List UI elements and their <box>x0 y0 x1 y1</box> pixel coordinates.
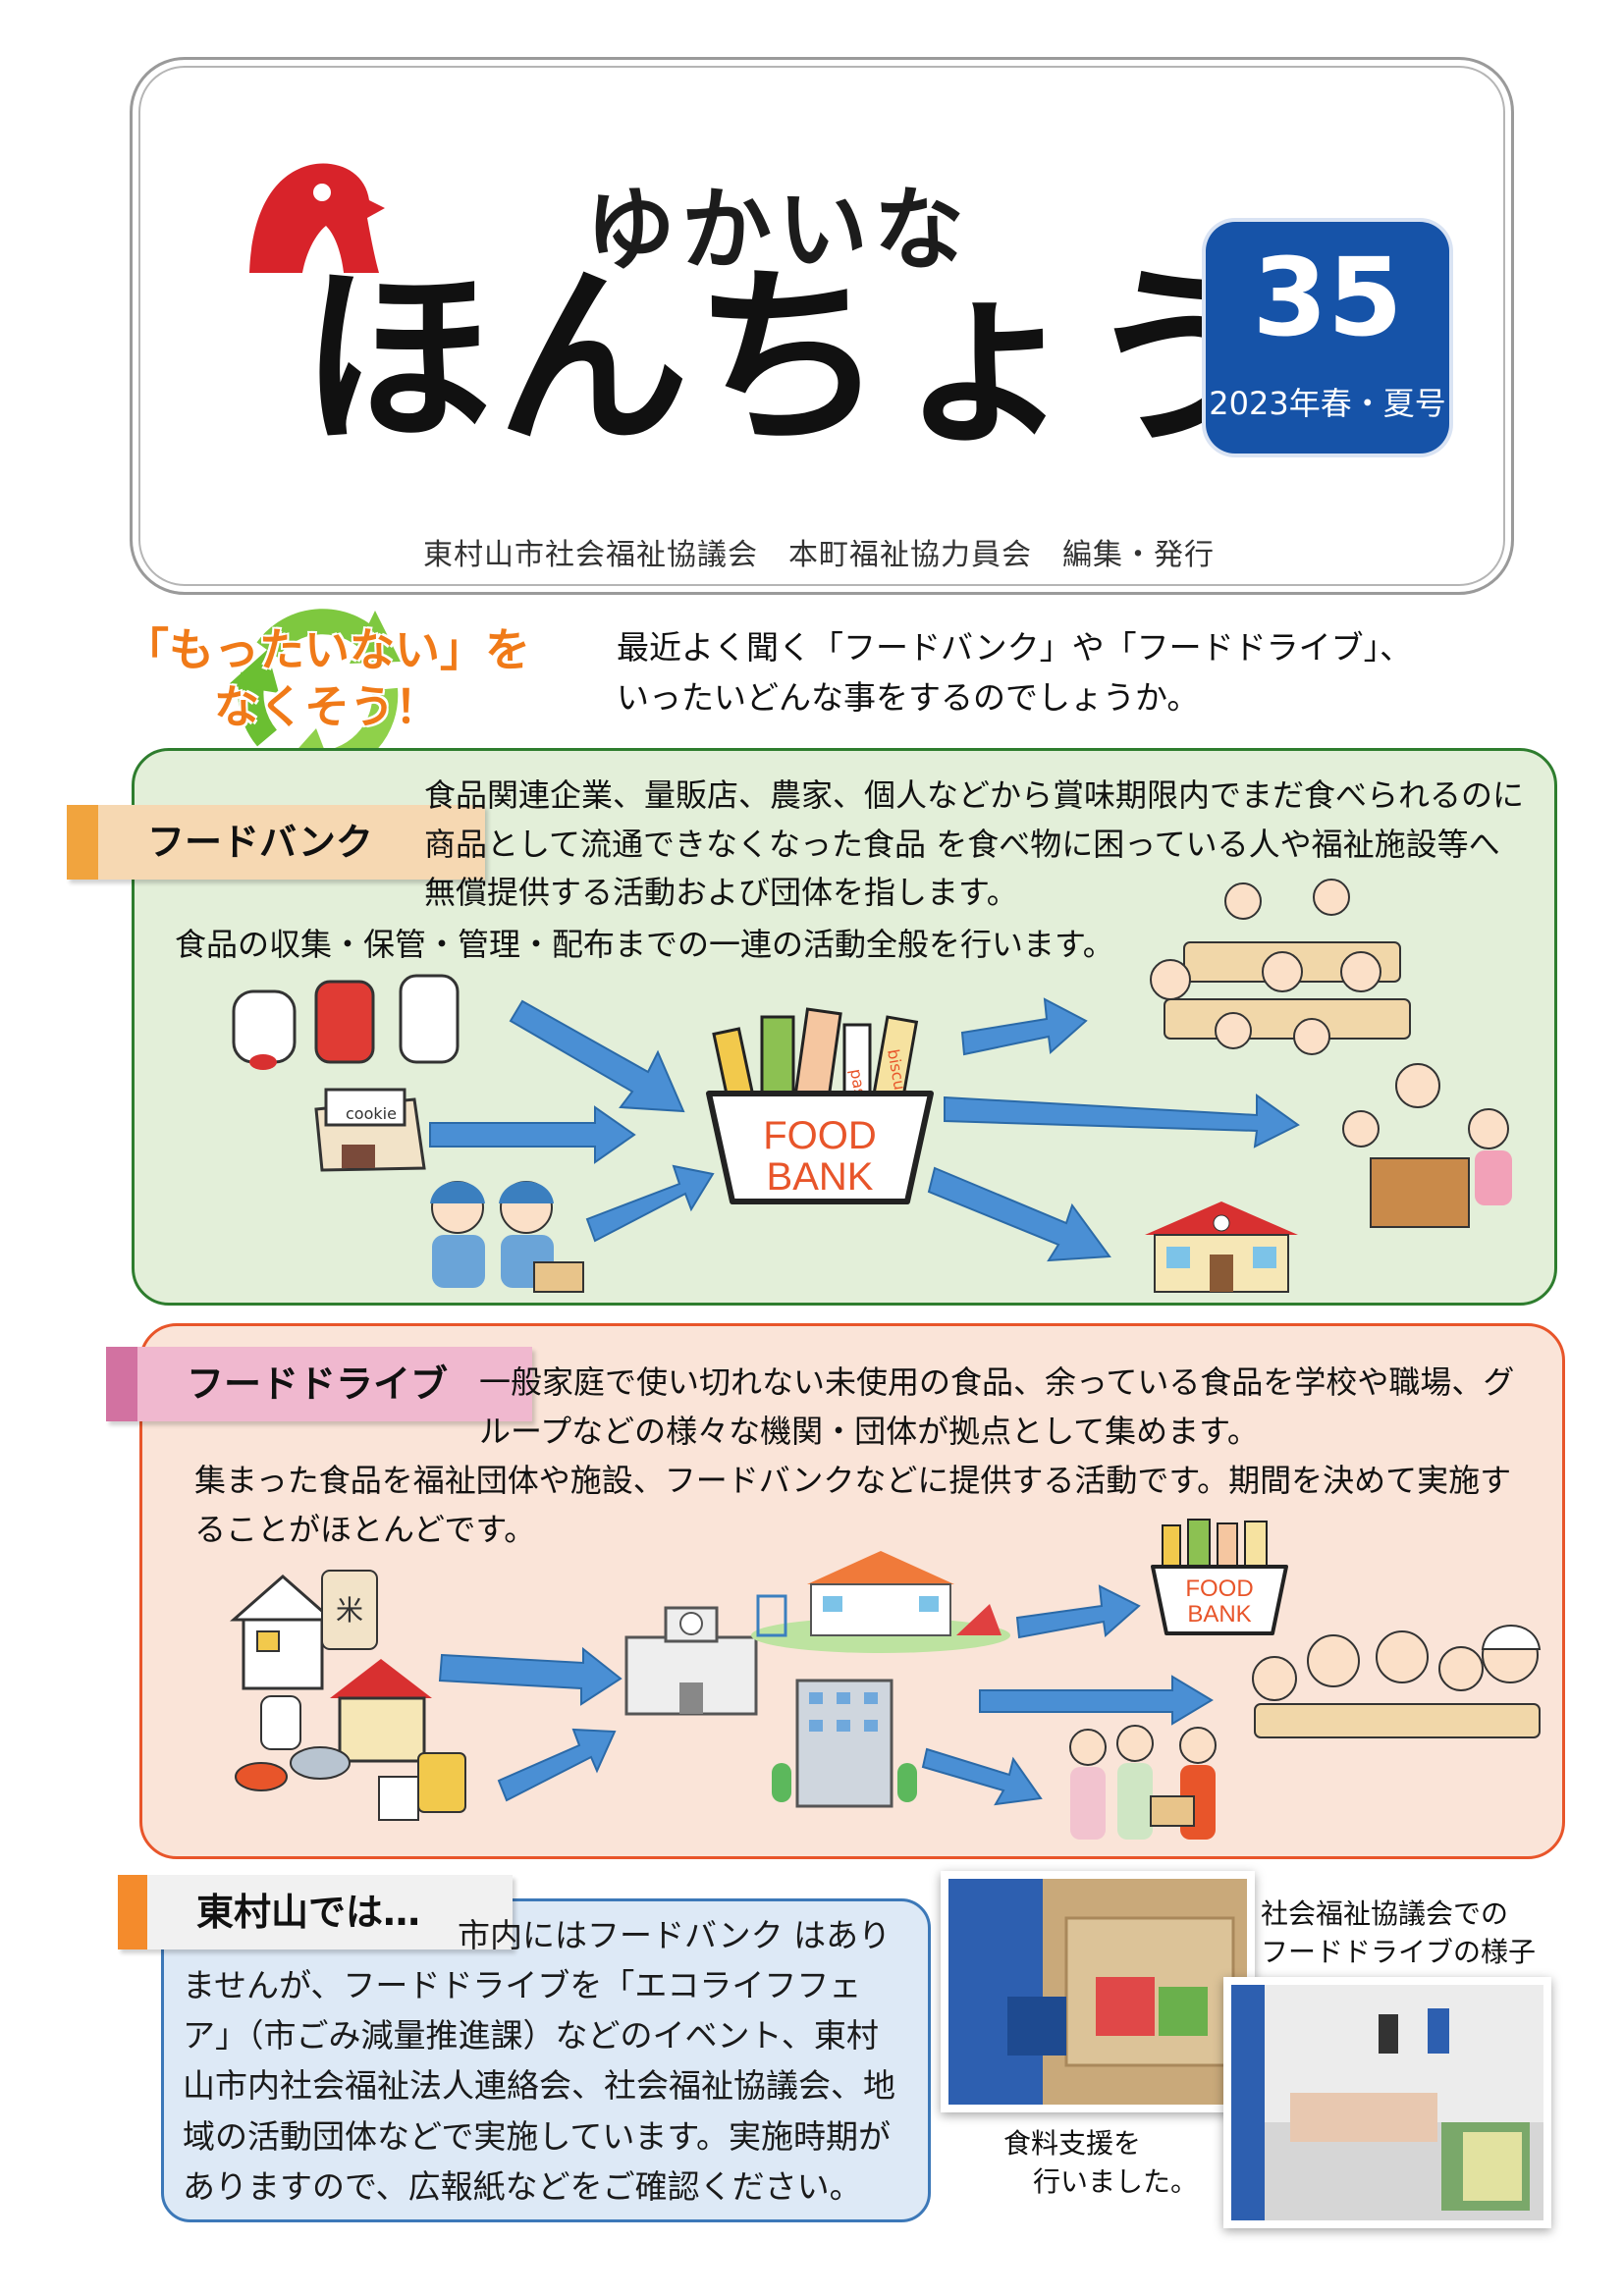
caption1-line1: 社会福祉協議会での <box>1261 1897 1509 1930</box>
fooddrive-arrow-out-1 <box>1015 1584 1141 1639</box>
fooddrive-label: フードドライブ <box>106 1347 532 1421</box>
foodbank-activities: 食品の収集・保管・管理・配布までの一連の活動全般を行います。 <box>175 926 1114 963</box>
foodbank-basket-icon: pasta biscuit FOOD BANK <box>706 1007 934 1204</box>
foodbank-arrow-out-1 <box>960 997 1088 1056</box>
intro-line1: 最近よく聞く「フードバンク」や「フードドライブ」、 <box>617 628 1413 667</box>
caption2-line2: 行いました。 <box>1033 2165 1199 2199</box>
publisher-line: 東村山市社会福祉協議会 本町福祉協力員会 編集・発行 <box>423 538 1215 572</box>
basket-text-food: FOOD <box>763 1114 877 1157</box>
photo-caption-fooddrive: 社会福祉協議会での フードドライブの様子 <box>1261 1895 1536 1971</box>
children-eating-illustration <box>1252 1625 1542 1738</box>
foodbank-label: フードバンク <box>67 805 485 880</box>
fooddrive-arrow-2 <box>497 1728 617 1802</box>
food-packages-illustration <box>232 974 460 1070</box>
fooddrive-description: 一般家庭で使い切れない未使用の食品、余っている食品を学校や職場、グループなどの様… <box>479 1363 1515 1450</box>
title-small: ゆかいな <box>585 178 971 283</box>
higashimurayama-panel <box>161 1898 931 2222</box>
basket-text-bank: BANK <box>767 1155 874 1199</box>
photo-caption-support: 食料支援を 行いました。 <box>1003 2124 1198 2201</box>
issue-badge: 35 2023年春・夏号 <box>1206 222 1449 454</box>
rice-bag-text: 米 <box>336 1594 363 1627</box>
fooddrive-scene-photo <box>1223 1977 1551 2228</box>
fooddrive-arrow-1 <box>438 1646 623 1706</box>
company-building-illustration <box>772 1679 917 1808</box>
foodbank-arrow-out-2 <box>944 1094 1300 1148</box>
slogan: 「もったいない」を なくそう！ <box>124 622 530 735</box>
issue-number: 35 <box>1252 235 1403 360</box>
school-building-illustration <box>1145 1201 1298 1293</box>
higashimurayama-description: 市内にはフードバンク はありませんが、フードドライブを「エコライフフェア」（市ご… <box>183 1916 895 2206</box>
fooddrive-arrow-out-2 <box>979 1675 1214 1726</box>
office-building-illustration <box>624 1606 758 1716</box>
slogan-line2: なくそう！ <box>214 679 440 733</box>
small-basket-text-food: FOOD <box>1185 1575 1253 1602</box>
title-big: ほんちょう <box>300 247 1283 471</box>
family-with-box-illustration <box>1342 1063 1512 1228</box>
higashimurayama-label: 東村山では… <box>118 1875 513 1949</box>
foodbank-description: 食品関連企業、量販店、農家、個人などから賞味期限内でまだ食べられるのに商品として… <box>424 776 1525 912</box>
houses-and-foods-illustration: 米 <box>230 1570 466 1821</box>
cookie-text: cookie <box>346 1104 397 1123</box>
welfare-facility-people-illustration <box>1150 879 1411 1055</box>
cookie-box-illustration: cookie <box>314 1088 426 1172</box>
volunteers-illustration <box>430 1181 584 1293</box>
fooddrive-arrow-out-3 <box>921 1747 1043 1806</box>
caption1-line2: フードドライブの様子 <box>1261 1936 1537 1969</box>
fooddrive-basket-icon: FOOD BANK <box>1151 1519 1288 1635</box>
food-support-photo <box>941 1871 1255 2112</box>
foodbank-arrow-2 <box>429 1105 636 1164</box>
elderly-and-helper-illustration <box>1069 1725 1217 1840</box>
issue-date: 2023年春・夏号 <box>1209 385 1446 422</box>
intro-line2: いったいどんな事をするのでしょうか。 <box>617 678 1200 718</box>
intro-question: 最近よく聞く「フードバンク」や「フードドライブ」、 いったいどんな事をするのでし… <box>617 622 1412 722</box>
foodbank-arrow-3 <box>585 1164 715 1243</box>
small-basket-text-bank: BANK <box>1187 1601 1251 1628</box>
fooddrive-activities: 集まった食品を福祉団体や施設、フードバンクなどに提供する活動です。期間を決めて実… <box>194 1462 1512 1548</box>
foodbank-arrow-1 <box>509 999 685 1113</box>
foodbank-arrow-out-3 <box>927 1166 1111 1262</box>
school-with-playground-illustration <box>751 1551 1010 1653</box>
caption2-line1: 食料支援を <box>1003 2127 1142 2160</box>
bird-logo-icon <box>249 163 385 273</box>
slogan-line1: 「もったいない」を <box>124 623 530 676</box>
